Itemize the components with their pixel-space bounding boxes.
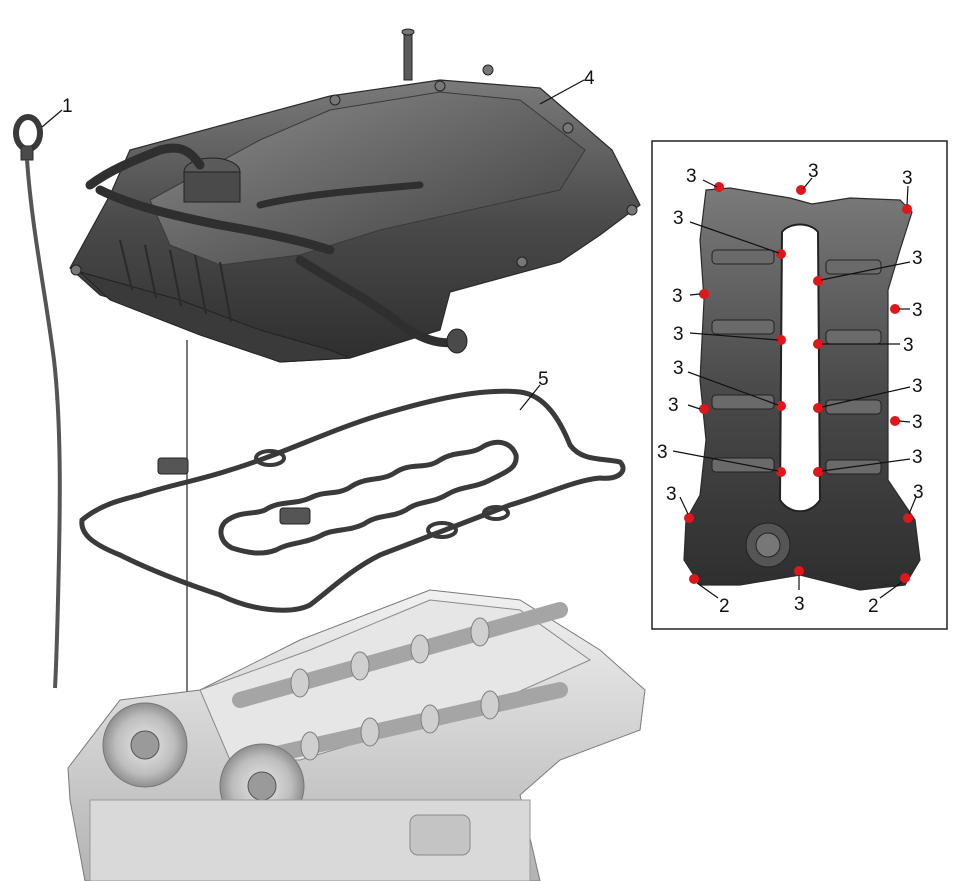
label-bolt-3: 3 [672,286,683,307]
valve-cover [69,28,641,363]
label-bolt-3: 3 [912,248,923,269]
valve-cover-gasket [79,388,626,613]
bolt-marker [794,566,804,576]
label-bolt-3: 3 [657,442,668,463]
bolt-marker [890,416,900,426]
bolt-marker [699,404,709,414]
cylinder-head [67,589,646,881]
label-bolt-3: 3 [903,335,914,356]
leader-line-1 [41,109,63,128]
bolt-marker [689,574,699,584]
label-bolt-3: 3 [912,412,923,433]
bolt-marker [776,335,786,345]
bolt-marker [776,249,786,259]
bolt-marker [714,182,724,192]
inset-central-opening [778,223,822,513]
label-bolt-3: 3 [686,166,697,187]
callout-gasket: 5 [538,369,549,390]
label-bolt-3: 3 [673,358,684,379]
label-bolt-2: 2 [868,596,879,617]
bolt-markers [684,182,913,584]
bolt-marker [684,513,694,523]
leader-line-4 [539,79,585,105]
bolt-marker [813,276,823,286]
label-bolt-3: 3 [673,208,684,229]
bolt-marker [903,513,913,523]
label-bolt-3: 3 [912,376,923,397]
bolt-location-inset: 3 3 3 3 3 3 3 3 3 3 3 3 3 3 3 3 3 3 2 2 [651,140,948,630]
leader-line-5 [519,384,541,411]
label-bolt-3: 3 [913,482,924,503]
label-bolt-3: 3 [902,168,913,189]
callout-dipstick: 1 [62,96,73,117]
label-bolt-2: 2 [719,596,730,617]
callout-valve-cover: 4 [584,68,595,89]
bolt-marker [902,204,912,214]
label-bolt-3: 3 [912,300,923,321]
bolt-marker [900,573,910,583]
bolt-marker [776,401,786,411]
label-bolt-3: 3 [912,447,923,468]
bolt-marker [813,467,823,477]
dipstick [13,114,62,689]
label-bolt-3: 3 [666,484,677,505]
label-bolt-3: 3 [668,395,679,416]
label-bolt-3: 3 [808,161,819,182]
bolt-marker [890,304,900,314]
bolt-marker [813,339,823,349]
bolt-marker [813,403,823,413]
label-bolt-3: 3 [794,594,805,615]
bolt-marker [776,467,786,477]
bolt-marker [699,289,709,299]
label-bolt-3: 3 [673,324,684,345]
